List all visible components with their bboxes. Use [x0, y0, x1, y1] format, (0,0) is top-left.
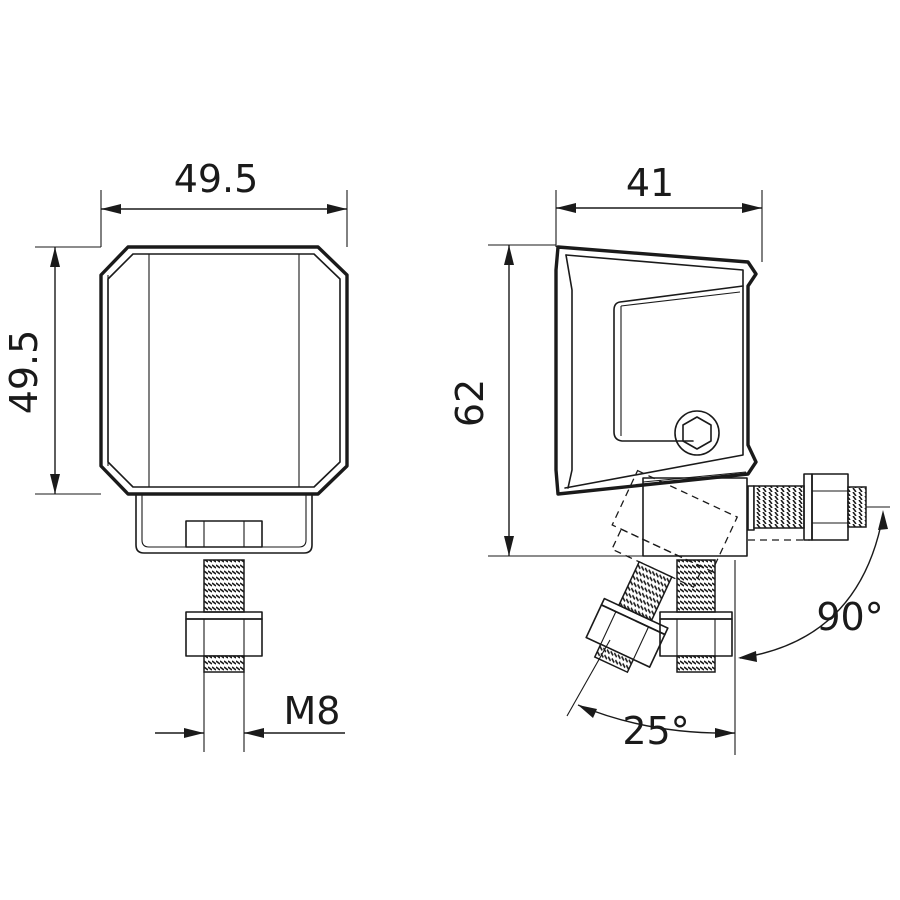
- front-bracket: [135, 493, 313, 554]
- side-depth-label: 41: [626, 161, 674, 205]
- side-dimensions: 41 62 90° 25°: [448, 161, 890, 755]
- front-housing-inner: [107, 253, 341, 488]
- front-width-label: 49.5: [174, 157, 259, 201]
- side-housing-inner: [565, 254, 744, 442]
- side-view: [554, 245, 867, 674]
- thread-size-label: M8: [284, 689, 341, 733]
- side-vertical-nut: [659, 618, 733, 657]
- front-view: [99, 245, 349, 673]
- side-tilted-position: [585, 469, 739, 674]
- side-bracket: [642, 477, 748, 557]
- front-washer: [185, 611, 263, 620]
- angle-25-label: 25°: [622, 709, 689, 753]
- front-upper-nut: [185, 520, 263, 548]
- angle-90-label: 90°: [816, 595, 883, 639]
- front-dimensions: 49.5 49.5 M8: [2, 157, 348, 752]
- side-housing-outer: [554, 245, 758, 496]
- front-housing-outer: [99, 245, 349, 496]
- front-threaded-stud: [203, 559, 245, 613]
- side-swivel-nut: [811, 473, 849, 541]
- front-lower-nut: [185, 618, 263, 657]
- side-swivel-stud: [753, 485, 805, 529]
- side-pivot-bolt: [674, 410, 720, 456]
- angle-90-arc: [739, 514, 884, 659]
- front-height-label: 49.5: [2, 330, 46, 415]
- side-vertical-stud: [676, 559, 716, 613]
- side-height-label: 62: [448, 379, 492, 427]
